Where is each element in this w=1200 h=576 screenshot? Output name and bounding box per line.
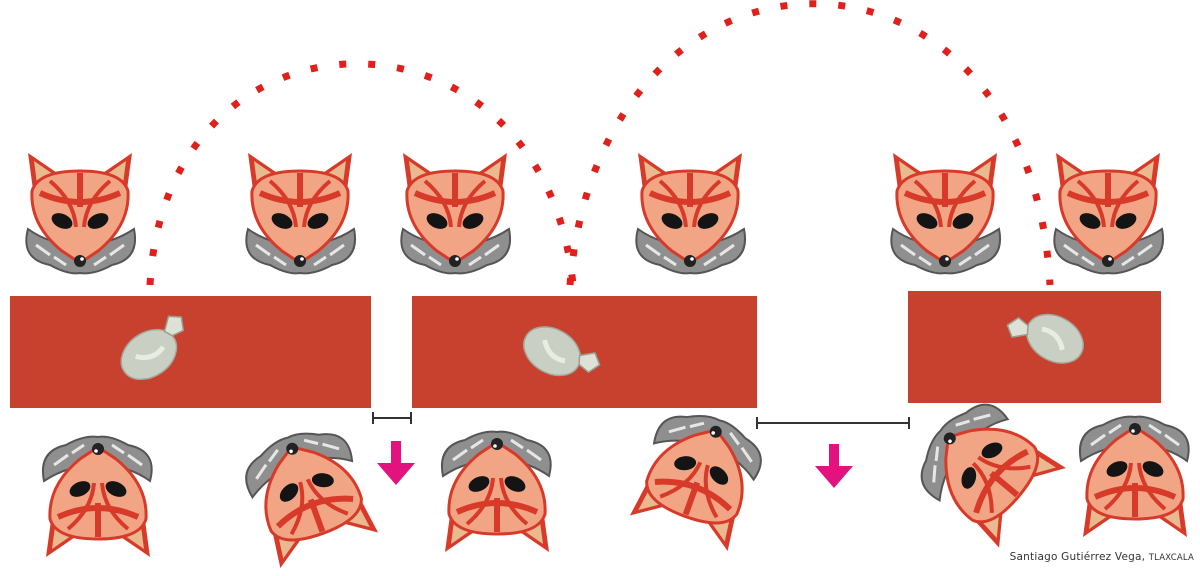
- fox-mask-icon: [246, 153, 355, 273]
- photo-credit: Santiago Gutiérrez Vega, TLAXCALA: [1010, 551, 1194, 563]
- fox-mask-icon: [26, 153, 135, 273]
- red-bands: [10, 291, 1161, 408]
- gap-markers: [372, 412, 910, 429]
- fox-mask-icon: [236, 419, 379, 569]
- band-middle: [412, 296, 757, 408]
- bottom-row-masks: [43, 389, 1189, 569]
- gap-marker-large: [756, 417, 910, 429]
- fox-mask-icon: [627, 401, 770, 551]
- down-arrow-icon: [377, 441, 415, 485]
- fox-mask-icon: [905, 389, 1067, 550]
- leap-arc-left: [146, 60, 577, 286]
- fox-mask-icon: [442, 432, 551, 552]
- credit-place: TLAXCALA: [1148, 553, 1194, 563]
- fox-mask-icon: [1054, 153, 1163, 273]
- leap-arc-right: [566, 0, 1054, 286]
- fox-mask-icon: [1080, 417, 1189, 537]
- credit-author: Santiago Gutiérrez Vega,: [1009, 551, 1146, 563]
- band-left: [10, 296, 371, 408]
- leap-arcs: [146, 0, 1054, 286]
- fox-mask-icon: [43, 437, 152, 557]
- fox-mask-icon: [636, 153, 745, 273]
- gap-marker-small: [372, 412, 412, 424]
- down-arrow-icon: [815, 444, 853, 488]
- fox-mask-icon: [891, 153, 1000, 273]
- fox-mask-icon: [401, 153, 510, 273]
